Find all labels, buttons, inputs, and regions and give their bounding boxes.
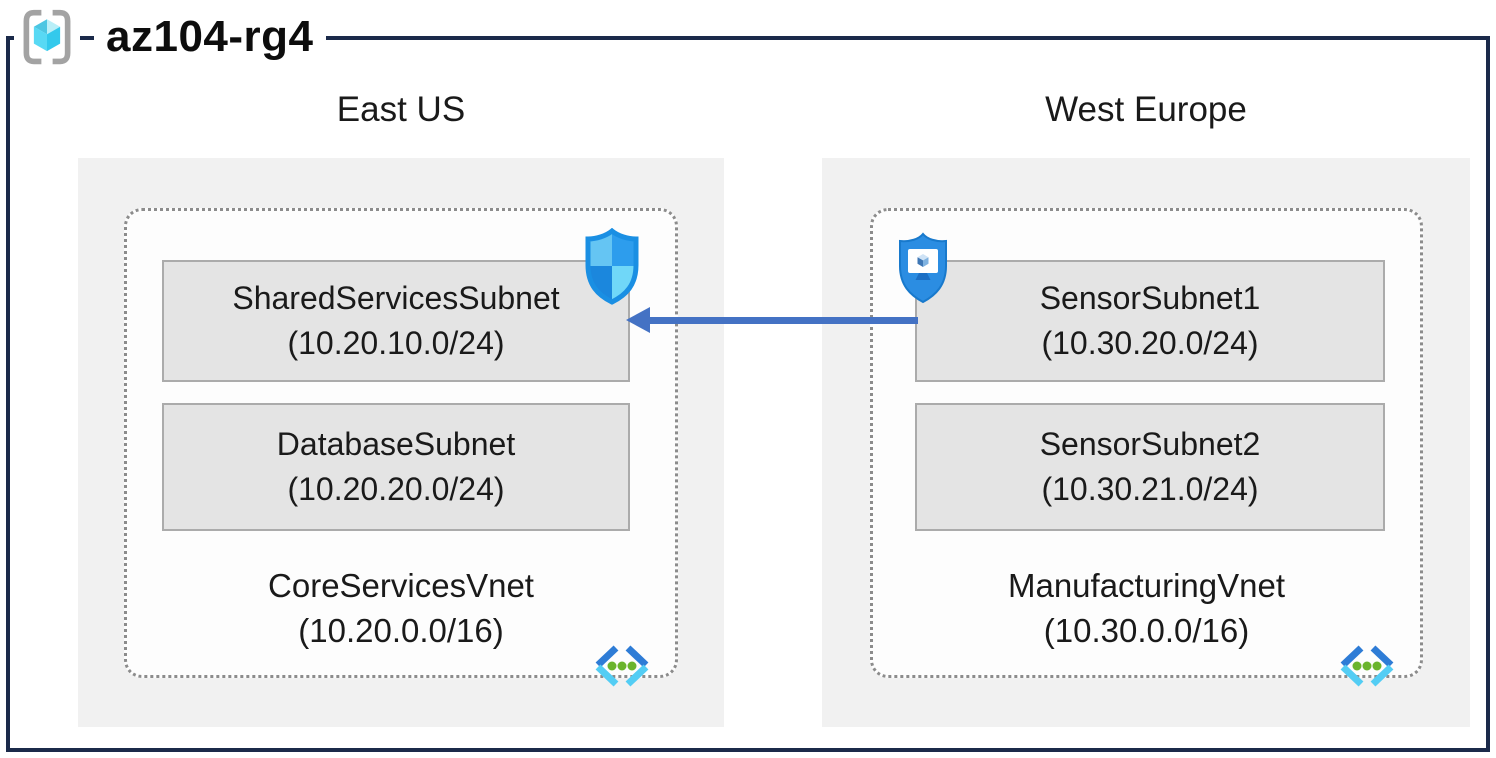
vnet-cidr: (10.20.0.0/16) [298, 612, 504, 649]
resource-group-icon [14, 5, 80, 69]
vnet-label-manufacturing: ManufacturingVnet (10.30.0.0/16) [873, 563, 1420, 653]
vnet-cidr: (10.30.0.0/16) [1043, 612, 1250, 649]
region-label-west-europe: West Europe [1045, 90, 1247, 129]
subnet-name: SensorSubnet1 [1039, 280, 1261, 316]
peering-arrow-head [626, 307, 650, 333]
vnet-box-manufacturing: SensorSubnet1 (10.30.20.0/24) SensorSubn… [870, 208, 1423, 687]
resource-group-legend: az104-rg4 [14, 5, 326, 69]
vnet-name: CoreServicesVnet [268, 567, 534, 604]
subnet-database: DatabaseSubnet (10.20.20.0/24) [162, 403, 630, 531]
subnet-cidr: (10.20.10.0/24) [287, 325, 505, 361]
subnet-cidr: (10.30.20.0/24) [1041, 325, 1259, 361]
vnet-box-coreservices: SharedServicesSubnet (10.20.10.0/24) Dat… [124, 208, 678, 687]
subnet-sensor2: SensorSubnet2 (10.30.21.0/24) [915, 403, 1385, 531]
subnet-name: SharedServicesSubnet [232, 280, 560, 316]
vnet-name: ManufacturingVnet [1007, 567, 1285, 604]
peering-arrow-line [646, 317, 918, 324]
subnet-cidr: (10.20.20.0/24) [287, 471, 505, 507]
virtual-network-icon [591, 643, 653, 689]
resource-group-border [6, 36, 1490, 752]
subnet-cidr: (10.30.21.0/24) [1041, 471, 1259, 507]
subnet-name: DatabaseSubnet [276, 426, 516, 462]
nsg-shield-icon [585, 228, 639, 306]
region-box-west-europe: SensorSubnet1 (10.30.20.0/24) SensorSubn… [822, 158, 1470, 727]
subnet-name: SensorSubnet2 [1039, 426, 1261, 462]
bastion-shield-monitor-icon [896, 230, 950, 308]
virtual-network-icon [1336, 643, 1398, 689]
region-label-east-us: East US [336, 90, 466, 129]
subnet-sharedservices: SharedServicesSubnet (10.20.10.0/24) [162, 260, 630, 382]
resource-group-title: az104-rg4 [94, 5, 326, 69]
vnet-label-coreservices: CoreServicesVnet (10.20.0.0/16) [127, 563, 675, 653]
subnet-sensor1: SensorSubnet1 (10.30.20.0/24) [915, 260, 1385, 382]
